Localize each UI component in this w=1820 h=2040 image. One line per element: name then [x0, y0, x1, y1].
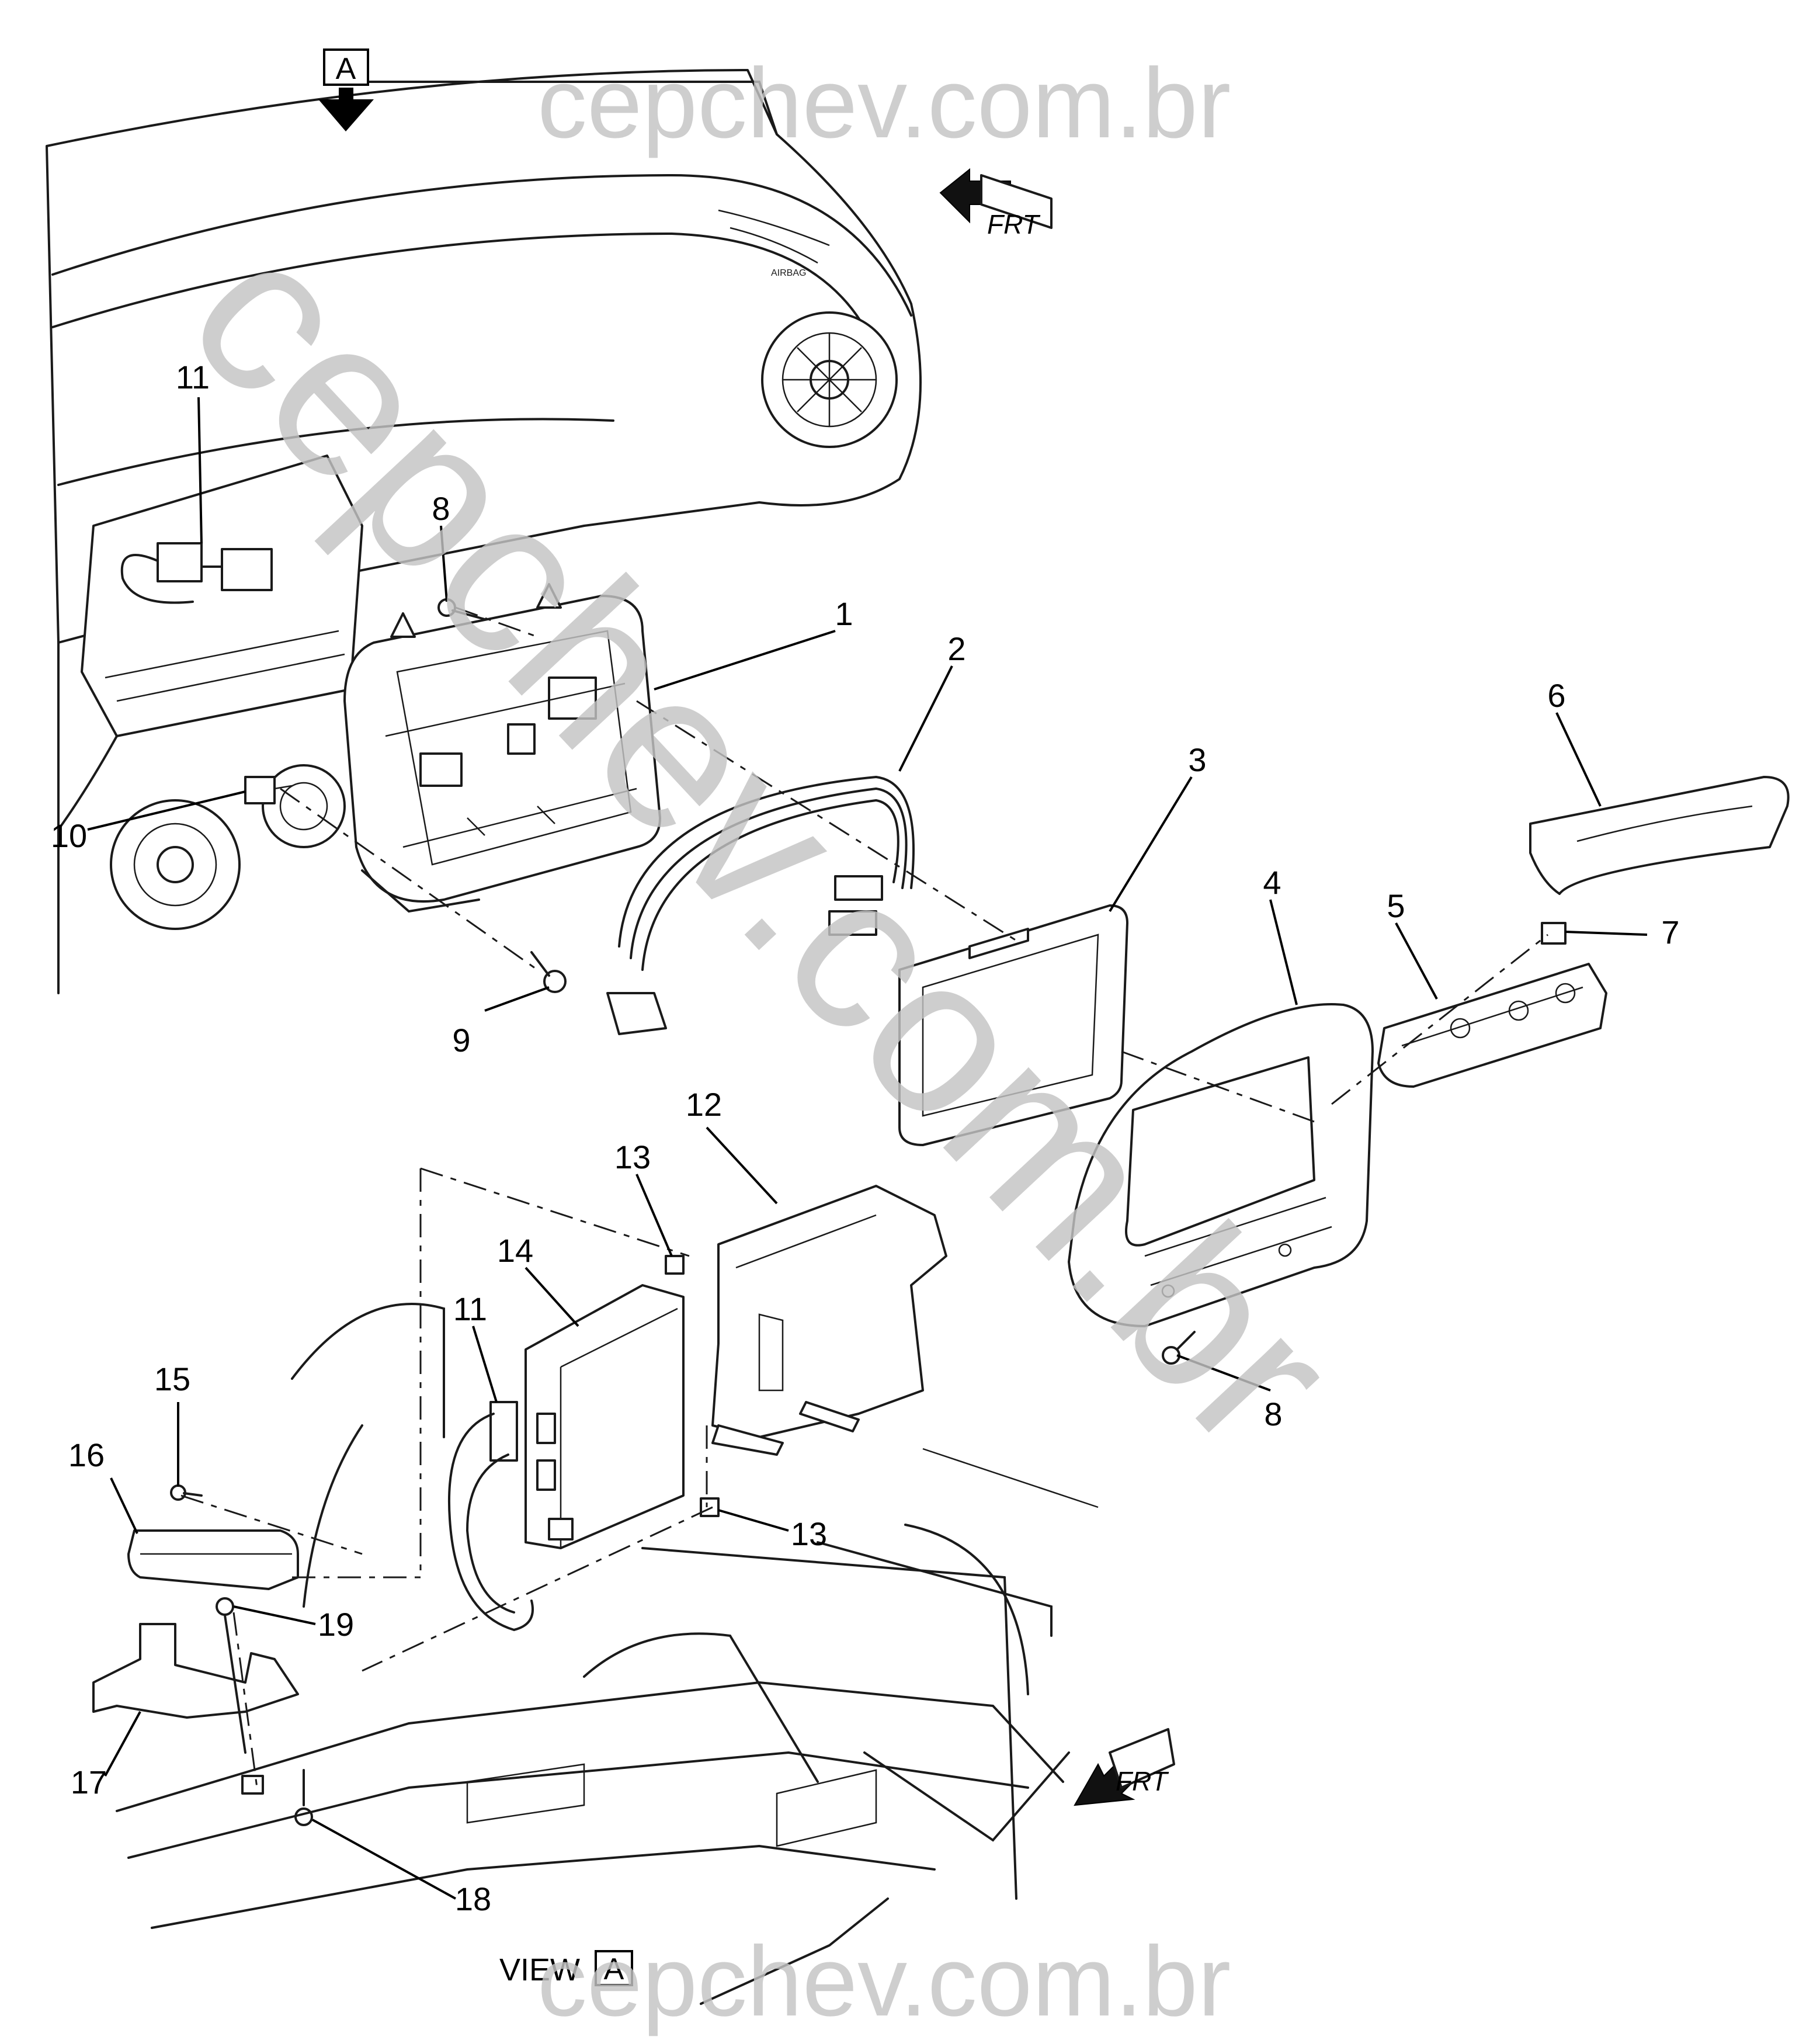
- callout-7: 7: [1661, 914, 1679, 950]
- bolt-18: [294, 1769, 313, 1826]
- instrument-panel: AIRBAG: [46, 69, 922, 994]
- callout-14: 14: [497, 1232, 533, 1269]
- callout-10: 10: [51, 817, 87, 854]
- frt-label-lower: FRT: [1116, 1766, 1169, 1796]
- module-16: [127, 1529, 299, 1590]
- callout-13-lower: 13: [791, 1515, 827, 1552]
- callout-17: 17: [71, 1764, 107, 1800]
- bolt-8-lower: [1162, 1331, 1196, 1365]
- callout-3: 3: [1188, 741, 1206, 778]
- harness-connector-lower: [447, 1401, 534, 1632]
- callout-11-lower: 11: [453, 1290, 487, 1327]
- callouts: 1 2 3 4 5 6 7 8 8 9 10 11 11 12 13 13 14…: [51, 359, 1680, 1917]
- view-a-label-prefix: VIEW: [499, 1952, 580, 1987]
- callout-15: 15: [154, 1361, 190, 1397]
- frt-arrow-upper: FRT: [939, 168, 1053, 240]
- callout-11-upper: 11: [176, 359, 210, 395]
- alignment-lines: [180, 606, 1548, 1788]
- harness-2: [606, 775, 915, 1035]
- callout-8-lower: 8: [1264, 1396, 1282, 1432]
- clip-near-17: [241, 1775, 264, 1795]
- display-screen-3: [898, 904, 1128, 1146]
- frt-arrow-lower: FRT: [1074, 1728, 1175, 1806]
- airbag-marking: AIRBAG: [771, 268, 806, 278]
- callout-6: 6: [1547, 677, 1565, 714]
- callout-16: 16: [68, 1437, 105, 1473]
- nut-13-lower: [700, 1497, 720, 1517]
- bolt-9: [530, 951, 567, 993]
- view-a-marker: A: [318, 48, 374, 131]
- radio-bracket-1: [343, 583, 661, 913]
- callout-5: 5: [1387, 887, 1405, 924]
- callout-18: 18: [455, 1881, 491, 1917]
- left-air-vent: [110, 799, 241, 930]
- callout-12: 12: [686, 1086, 722, 1123]
- callout-1: 1: [835, 595, 853, 632]
- lower-frame: [116, 1303, 1099, 2005]
- harness-connector-upper: [120, 542, 273, 604]
- control-panel-5: [1377, 963, 1607, 1088]
- right-air-vent: [761, 311, 898, 448]
- view-a-label: VIEW A: [499, 1950, 633, 1987]
- callout-2: 2: [947, 630, 965, 667]
- watermark-top: cepchev.com.br: [537, 48, 1231, 159]
- trim-strip-6: [1529, 776, 1790, 895]
- callout-4: 4: [1263, 864, 1281, 901]
- bracket-17: [92, 1623, 299, 1719]
- bracket-12: [711, 1185, 947, 1456]
- view-a-label-letter: A: [604, 1952, 624, 1986]
- callout-8-upper: 8: [432, 490, 450, 527]
- callout-19: 19: [318, 1606, 354, 1643]
- frt-label-upper: FRT: [987, 209, 1040, 240]
- center-air-vent: [262, 764, 346, 848]
- bolt-19: [216, 1597, 246, 1754]
- view-a-marker-letter: A: [336, 52, 356, 86]
- callout-9: 9: [452, 1022, 470, 1059]
- nut-13-upper: [665, 1255, 685, 1275]
- watermark-bottom: cepchev.com.br: [537, 1926, 1231, 2037]
- connector-10: [244, 776, 293, 804]
- radio-module-14: [525, 1284, 685, 1549]
- clip-7: [1541, 922, 1567, 945]
- callout-13-upper: 13: [614, 1139, 651, 1175]
- leader-lines: [87, 397, 1648, 1900]
